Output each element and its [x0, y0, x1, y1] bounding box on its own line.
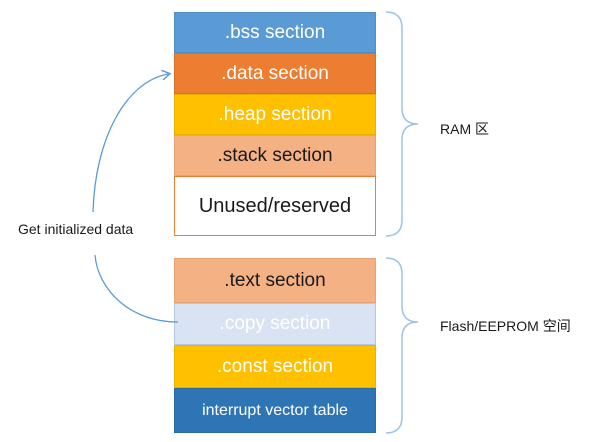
const-section-label: .const section [216, 355, 334, 377]
copy-section-block: .copy section [174, 303, 376, 345]
heap-section-label: .heap section [218, 103, 332, 125]
interrupt-vector-table-block: interrupt vector table [174, 388, 376, 433]
unused-reserved-label: Unused/reserved [198, 194, 352, 217]
stack-section-label: .stack section [217, 144, 333, 166]
copy-section-label: .copy section [219, 313, 331, 334]
interrupt-vector-table-label: interrupt vector table [202, 401, 348, 419]
bss-section-label: .bss section [224, 21, 326, 43]
get-initialized-data-arrow [92, 74, 179, 323]
ram-area-label: RAM 区 [440, 121, 489, 137]
data-section-block: .data section [174, 53, 376, 94]
ram-brace [385, 11, 419, 237]
unused-reserved-block: Unused/reserved [174, 176, 376, 236]
get-initialized-data-label: Get initialized data [18, 221, 134, 237]
const-section-block: .const section [174, 345, 376, 388]
text-section-label: .text section [224, 269, 326, 291]
flash-eeprom-area-label: Flash/EEPROM 空间 [440, 318, 571, 334]
text-section-block: .text section [174, 258, 376, 303]
stack-section-block: .stack section [174, 135, 376, 176]
bss-section-block: .bss section [174, 12, 376, 53]
flash-brace [385, 257, 419, 434]
data-section-label: .data section [221, 62, 329, 84]
heap-section-block: .heap section [174, 94, 376, 135]
